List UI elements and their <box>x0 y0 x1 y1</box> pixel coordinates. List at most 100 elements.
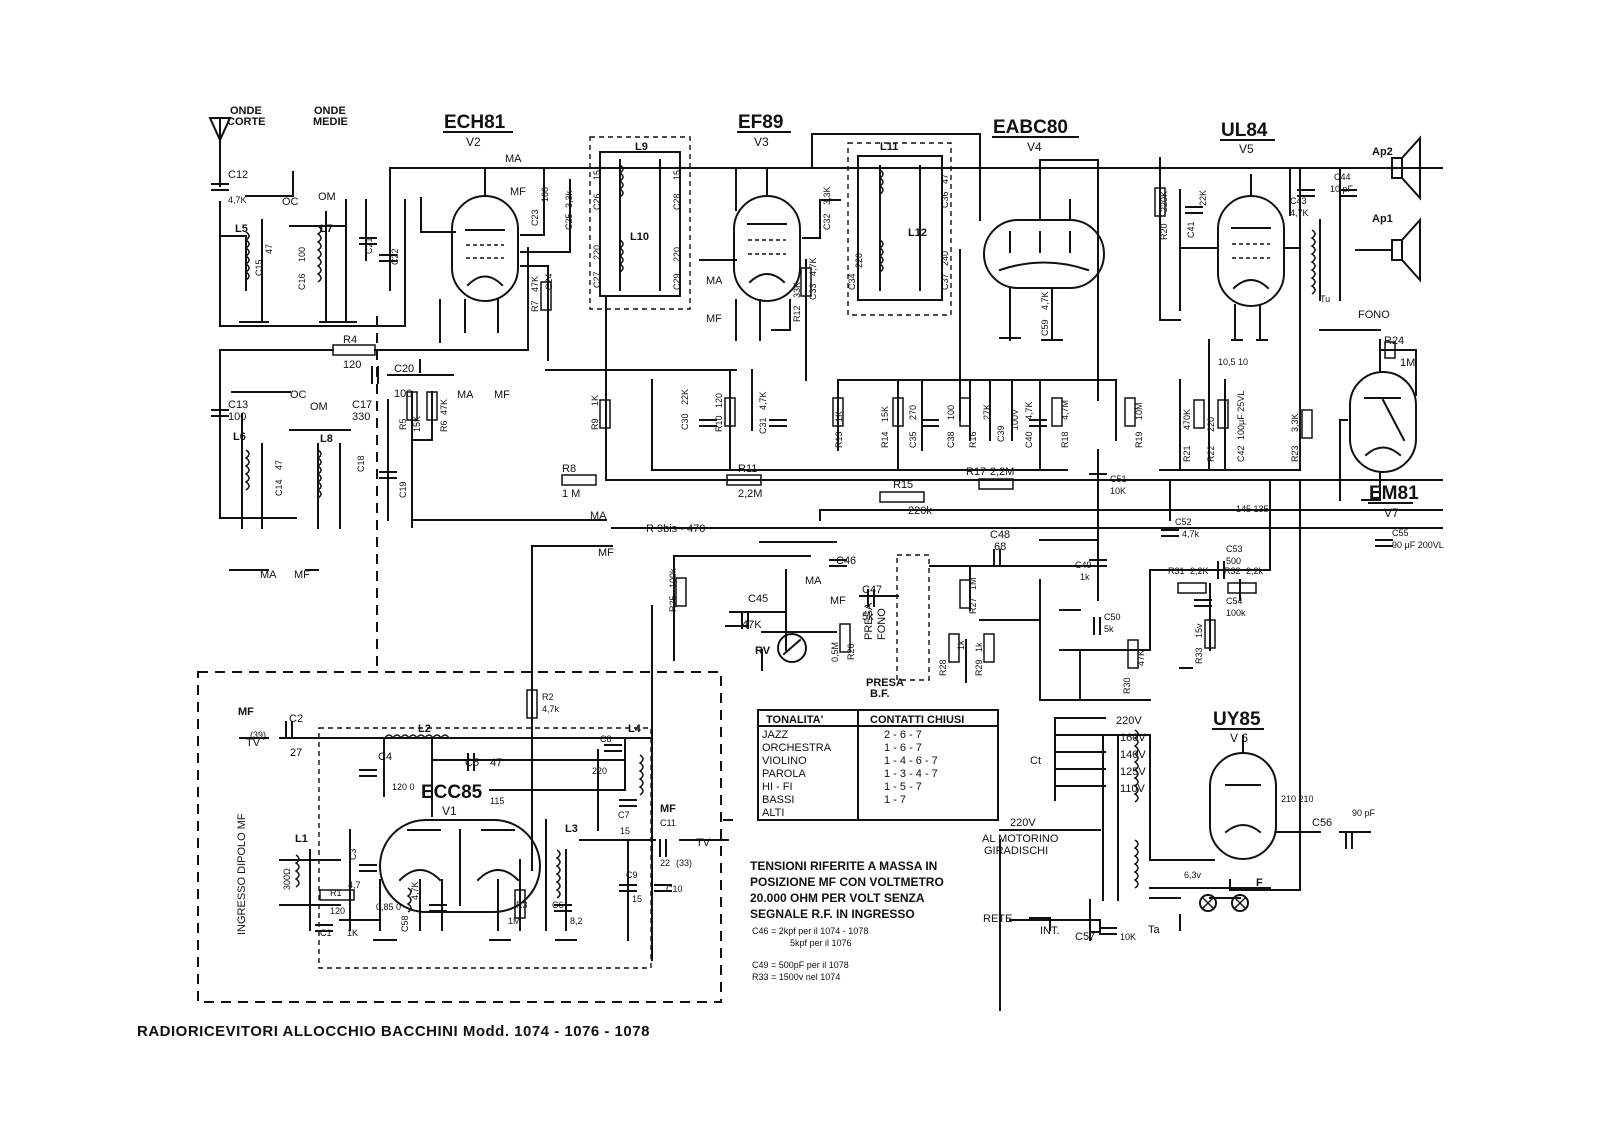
label-L12: L12 <box>908 227 927 239</box>
label-R33: R33 <box>1194 647 1204 664</box>
volume-pot-rv-icon <box>777 633 807 663</box>
value-C11: 22 <box>660 858 670 868</box>
label-C59: C59 <box>1040 319 1050 336</box>
tube-v4-type: EABC80 <box>993 117 1068 138</box>
label-R28: R28 <box>938 659 948 676</box>
value-R7: 47K <box>530 276 540 292</box>
label-C55: C55 <box>1392 528 1409 538</box>
value-R23: 3,3K <box>1290 413 1300 432</box>
label-C43: C43 <box>1290 196 1307 206</box>
mains-tap-2: 140V <box>1120 749 1146 761</box>
label-C3: C3 <box>348 848 358 860</box>
tone-row-2-name: VIOLINO <box>762 755 807 767</box>
label-ap2: Ap2 <box>1372 146 1393 158</box>
label-C20: C20 <box>394 363 414 375</box>
label-mf-1: MF <box>510 186 526 198</box>
label-Ta: Ta <box>1148 924 1161 936</box>
tube-v7-type: EM81 <box>1369 483 1419 504</box>
label-C12: C12 <box>228 169 248 181</box>
note-tension-2: POSIZIONE MF CON VOLTMETRO <box>750 875 944 889</box>
value-R15: 220k <box>908 505 932 517</box>
label-L8: L8 <box>320 433 333 445</box>
resistors <box>319 187 1396 919</box>
value-C8: 220 <box>592 766 607 776</box>
label-fono: FONO <box>1358 309 1390 321</box>
label-C31: C31 <box>758 417 768 434</box>
label-mf-5: MF <box>294 569 310 581</box>
label-C41: C41 <box>1186 221 1196 238</box>
label-C23: C23 <box>530 209 540 226</box>
label-C51: C51 <box>1110 474 1127 484</box>
value-C36: 47 <box>940 174 950 184</box>
mains-tap-0: 220V <box>1116 715 1142 727</box>
label-C30: C30 <box>680 413 690 430</box>
value-C54: 100k <box>1226 608 1246 618</box>
value-R18: 4,7M <box>1060 400 1070 420</box>
value-C28: 15 <box>672 170 682 180</box>
label-onde-corte-2: CORTE <box>227 116 266 128</box>
label-C42: C42 <box>1236 445 1246 462</box>
value-C39: 100V <box>1010 409 1020 430</box>
value-R20: 220K <box>1159 191 1169 212</box>
capacitors <box>211 183 1393 935</box>
label-ma-5: MA <box>260 569 277 581</box>
label-R25: R25 <box>668 595 678 612</box>
tone-row-1-name: ORCHESTRA <box>762 742 832 754</box>
label-ma-2: MA <box>457 389 474 401</box>
label-C28: C28 <box>672 193 682 210</box>
label-R14: R14 <box>880 431 890 448</box>
tube-v6-type: UY85 <box>1213 709 1261 730</box>
value-10-5: 10,5 10 <box>1218 357 1248 367</box>
label-C57: C57 <box>1075 931 1095 943</box>
label-L5: L5 <box>235 223 248 235</box>
label-R6: R6 <box>439 420 449 432</box>
value-R19: 10M <box>1134 402 1144 420</box>
value-C41: 22K <box>1198 190 1208 206</box>
label-C2: C2 <box>289 713 303 725</box>
tube-v4-ref: V4 <box>1027 140 1042 154</box>
value-120: 120 0 <box>392 782 415 792</box>
value-115: 115 <box>490 796 504 806</box>
tube-v3-ref: V3 <box>754 135 769 149</box>
label-R30: R30 <box>1122 677 1132 694</box>
tube-v3-type: EF89 <box>738 112 783 133</box>
value-145: 145 135 <box>1236 504 1269 514</box>
value-C53: 500 <box>1226 556 1241 566</box>
label-R21: R21 <box>1182 445 1192 462</box>
label-C33: C33 <box>808 283 818 300</box>
value-tv33: (33) <box>676 858 692 868</box>
label-ma-1: MA <box>505 153 522 165</box>
value-tv39: (39) <box>250 730 266 740</box>
tube-v5-envelope <box>1217 174 1285 307</box>
speaker-ap2-icon <box>1391 135 1421 201</box>
value-R13: 1K <box>834 411 844 422</box>
value-R14: 15K <box>880 406 890 422</box>
label-C40: C40 <box>1024 431 1034 448</box>
label-rv: RV <box>755 645 771 657</box>
label-C13: C13 <box>228 399 248 411</box>
label-C47: C47 <box>862 584 882 596</box>
label-R20: R20 <box>1159 223 1169 240</box>
label-ma-6: MA <box>805 575 822 587</box>
label-Ct: Ct <box>1030 755 1041 767</box>
tube-v7-ref: V7 <box>1384 506 1399 520</box>
label-R27: R27 <box>968 597 978 614</box>
label-C14: C14 <box>274 479 284 496</box>
label-L10: L10 <box>630 231 649 243</box>
value-C56: 90 pF <box>1352 808 1376 818</box>
label-presa-fono-1: PRESA <box>863 602 875 640</box>
label-C4: C4 <box>378 751 392 763</box>
value-C42: 100μF 25VL <box>1236 391 1246 440</box>
value-300: 300Ω <box>282 868 292 890</box>
value-C33: 4,7K <box>808 257 818 276</box>
label-presa-bf-2: B.F. <box>870 688 890 700</box>
label-om-2: OM <box>310 401 328 413</box>
label-C27: C27 <box>592 271 602 288</box>
tube-v4-envelope <box>983 219 1105 289</box>
value-C27: 220 <box>592 245 602 260</box>
tone-table: TONALITA' CONTATTI CHIUSI JAZZ 2 - 6 - 7… <box>757 709 999 821</box>
value-C1: 1K <box>347 928 358 938</box>
value-R17: 2,2M <box>990 466 1014 478</box>
tube-v2-type: ECH81 <box>444 112 506 133</box>
value-R16: 27K <box>982 404 992 420</box>
